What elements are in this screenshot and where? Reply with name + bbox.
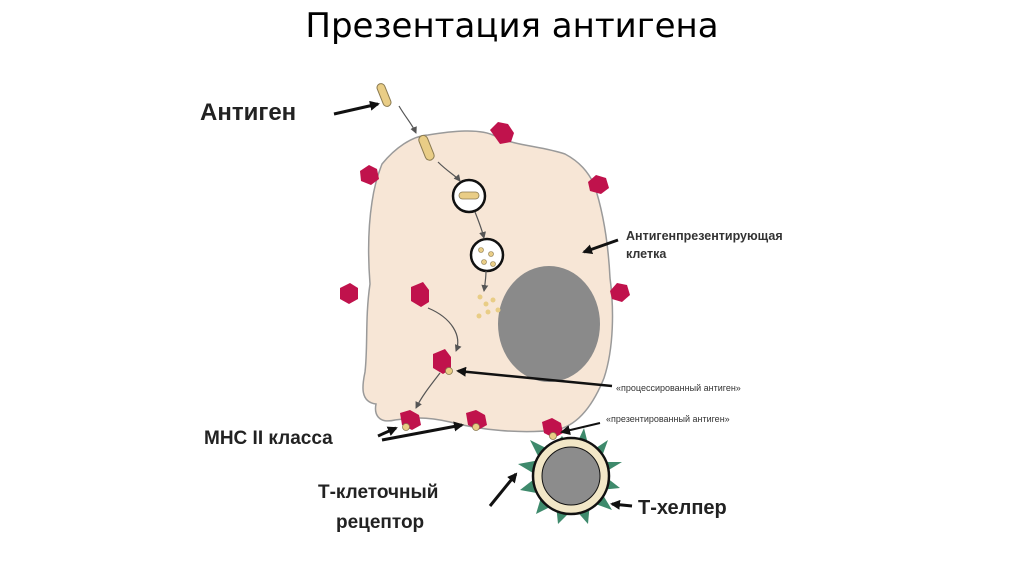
peptide-fragment — [477, 294, 483, 300]
mhc-molecule-surface — [466, 410, 487, 430]
t-helper-cell-nucleus — [541, 446, 601, 506]
diagram-svg: Антиген Антигенпрезентирующая клетка «пр… — [200, 83, 783, 533]
pathway-arrow — [481, 270, 489, 292]
mhc-molecule-internal — [433, 349, 451, 374]
peptide-fragment — [483, 301, 489, 307]
mhc-molecule-surface — [340, 283, 358, 304]
antigen-in-endosome — [458, 191, 480, 200]
antigen-label: Антиген — [200, 99, 296, 126]
apc-label-line2: клетка — [626, 247, 667, 261]
pathway-arrow — [415, 372, 441, 409]
endosome — [469, 237, 505, 273]
antigen-fragment — [488, 251, 494, 257]
pathway-arrow — [398, 105, 417, 134]
pathway-arrow — [427, 307, 462, 352]
label-arrow — [560, 422, 601, 436]
presented-antigen-on-mhc — [549, 432, 557, 440]
presented-antigen-label: «презентированный антиген» — [606, 414, 730, 424]
mhc-molecule-surface — [490, 122, 514, 144]
label-arrow — [456, 366, 613, 388]
slide-title: Презентация антигена — [305, 6, 719, 46]
label-arrow — [488, 472, 518, 507]
antigen-fragment — [478, 247, 484, 253]
mhc-molecule-surface — [360, 165, 379, 185]
presented-antigen-on-mhc — [472, 423, 480, 431]
label-arrow — [381, 421, 464, 442]
antigen-fragment — [481, 259, 487, 265]
antigen-presentation-diagram: Антиген Антигенпрезентирующая клетка «пр… — [190, 78, 830, 550]
label-arrow — [610, 499, 633, 510]
label-arrow — [377, 426, 398, 438]
mhc-molecule-surface — [588, 175, 609, 194]
peptide-fragment — [495, 307, 501, 313]
label-arrow — [333, 100, 380, 116]
processed-antigen-label: «процессированный антиген» — [616, 383, 741, 393]
pathway-arrow — [474, 211, 486, 239]
peptide-fragment — [476, 313, 482, 319]
peptide-fragment — [485, 309, 491, 315]
label-arrow — [582, 238, 619, 255]
antigen-particle — [376, 83, 392, 107]
tcr-label-line1: Т-клеточный — [318, 482, 438, 503]
mhc-molecule-surface — [610, 283, 630, 302]
peptide-fragment — [490, 297, 496, 303]
t-helper-label: Т-хелпер — [638, 497, 727, 519]
antigen-particle — [418, 134, 435, 161]
pathway-arrow — [437, 161, 461, 182]
nucleus — [498, 266, 600, 382]
antigen-fragment — [490, 261, 496, 267]
tcr-label-line2: рецептор — [336, 512, 424, 533]
mhc-molecule-surface — [542, 418, 563, 438]
mhc-molecule-internal — [411, 282, 429, 307]
presented-antigen-on-mhc — [402, 423, 410, 431]
mhc-label: MHC II класса — [204, 428, 333, 449]
apc-label-line1: Антигенпрезентирующая — [626, 229, 783, 243]
processed-antigen-on-mhc — [445, 367, 453, 375]
